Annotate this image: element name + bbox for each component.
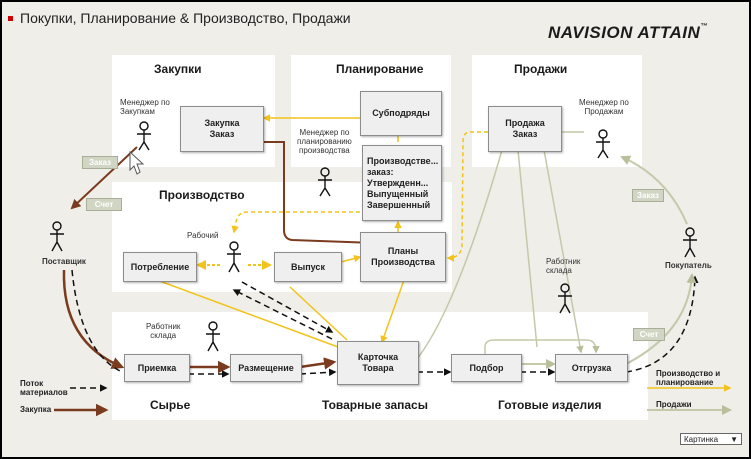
order-tag-left: Заказ [82, 156, 118, 169]
purchase-manager-label: Менеджер по Закупкам [120, 98, 170, 116]
purchase-title: Закупки [154, 62, 202, 76]
ship-customer-material [625, 275, 699, 373]
output-box[interactable]: Выпуск [274, 252, 342, 282]
pick-loop-arrow [484, 339, 600, 359]
production-orders-line-2: заказ: [367, 166, 394, 177]
warehouse-worker-right-label: Работник склада [546, 257, 581, 275]
subcontracting-box[interactable]: Субподряды [360, 91, 442, 136]
legend-sales-label: Продажи [656, 400, 692, 409]
consumption-to-item-arrow [156, 279, 339, 348]
legend-purchase-label: Закупка [20, 405, 52, 414]
planning-manager-label: Менеджер по планированию производства [297, 128, 352, 155]
output-to-item-arrow [289, 286, 348, 341]
order-tag-right: Заказ [632, 189, 664, 202]
ship-to-customer-arrow [625, 273, 697, 365]
worker-icon [227, 241, 241, 273]
planning-title: Планирование [336, 62, 424, 76]
orders-to-worker-arrow [231, 211, 360, 234]
warehouse-worker-right-icon [558, 283, 572, 314]
purchase-order-box[interactable]: Закупка Заказ [180, 106, 264, 152]
supplier-icon [50, 221, 64, 252]
customer-icon [683, 227, 697, 258]
production-orders-line-1: Производстве... [367, 155, 439, 166]
item-to-sales-line [416, 149, 503, 360]
supplier-label: Поставщик [42, 257, 86, 266]
legend-material-label: Поток материалов [20, 379, 68, 397]
chevron-down-icon[interactable]: ▼ [730, 435, 738, 444]
warehouse-worker-left-icon [206, 321, 220, 352]
customer-to-sales-arrow [620, 155, 688, 225]
invoice-tag-left: Счет [86, 198, 122, 211]
production-title: Производство [159, 188, 245, 202]
planning-manager-icon [318, 167, 332, 197]
view-dropdown-value: Картинка [684, 435, 719, 444]
supplier-material-flow [71, 269, 123, 373]
production-orders-line-4: Выпущенный [367, 188, 429, 199]
plan-to-purchase-arrow [214, 141, 433, 246]
mouse-cursor-icon [129, 150, 145, 175]
customer-label: Покупатель [665, 261, 712, 270]
putaway-item-material [299, 368, 337, 377]
plans-to-item-arrow [380, 279, 405, 344]
invoice-tag-right: Счет [633, 328, 665, 341]
consumption-box[interactable]: Потребление [123, 252, 197, 282]
order-to-supplier-arrow [70, 146, 138, 210]
receipt-box[interactable]: Приемка [124, 354, 190, 382]
view-dropdown[interactable]: Картинка ▼ [680, 433, 742, 445]
sales-title: Продажи [514, 62, 568, 76]
putaway-box[interactable]: Размещение [230, 354, 302, 382]
production-plans-box[interactable]: Планы Производства [360, 232, 446, 282]
production-orders-line-3: Утвержденн... [367, 177, 429, 188]
warehouse-worker-left-label: Работник склада [146, 322, 181, 340]
sales-manager-icon [596, 129, 610, 159]
sales-manager-label: Менеджер по Продажам [579, 98, 629, 116]
navision-logo: NAVISION ATTAIN™ [548, 23, 708, 42]
putaway-to-item-brown [299, 357, 337, 370]
finished-goods-label: Готовые изделия [498, 398, 602, 412]
supplier-to-receipt-arrow [62, 269, 125, 369]
pick-box[interactable]: Подбор [451, 354, 522, 382]
shipment-box[interactable]: Отгрузка [555, 354, 628, 382]
consumption-item-material-1 [241, 281, 334, 333]
purchase-manager-icon [137, 121, 151, 151]
sales-order-box[interactable]: Продажа Заказ [488, 106, 562, 152]
production-orders-box[interactable]: Производстве... заказ: Утвержденн... Вып… [362, 145, 442, 221]
item-card-box[interactable]: Карточка Товара [337, 341, 419, 385]
production-orders-line-5: Завершенный [367, 199, 431, 210]
title-bullet [8, 16, 13, 21]
output-to-plans-arrow [340, 254, 362, 263]
legend-planning-label: Производство и планирование [656, 369, 721, 387]
item-consumption-material-2 [232, 289, 333, 340]
sales-to-plans-arrow [446, 131, 488, 262]
raw-materials-label: Сырье [150, 398, 191, 412]
stock-label: Товарные запасы [322, 398, 428, 412]
worker-label: Рабочий [187, 231, 219, 240]
sales-to-pick-line [517, 149, 538, 348]
page-title: Покупки, Планирование & Производство, Пр… [20, 10, 351, 26]
sales-to-shipment-arrow [543, 149, 584, 354]
